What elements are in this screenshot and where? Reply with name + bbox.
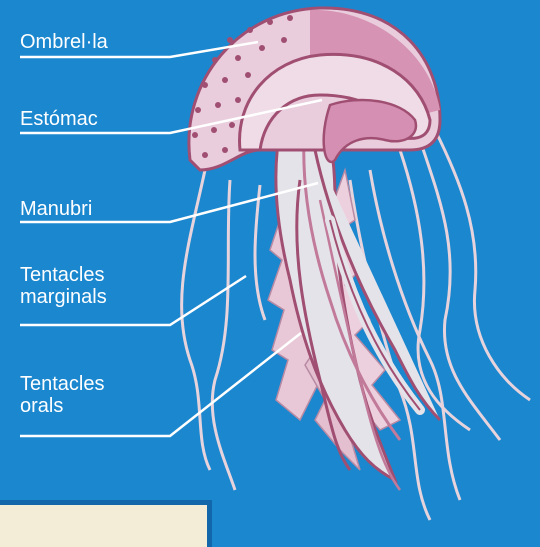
label-marginal-tentacles: Tentacles marginals	[20, 264, 107, 308]
umbrella	[189, 8, 440, 170]
label-manubrium: Manubri	[20, 198, 92, 220]
label-oral-tentacles: Tentacles orals	[20, 373, 105, 417]
caption-box	[0, 500, 212, 547]
oral-arms	[276, 110, 440, 490]
label-umbrella: Ombrel·la	[20, 31, 108, 53]
label-stomach: Estómac	[20, 108, 98, 130]
